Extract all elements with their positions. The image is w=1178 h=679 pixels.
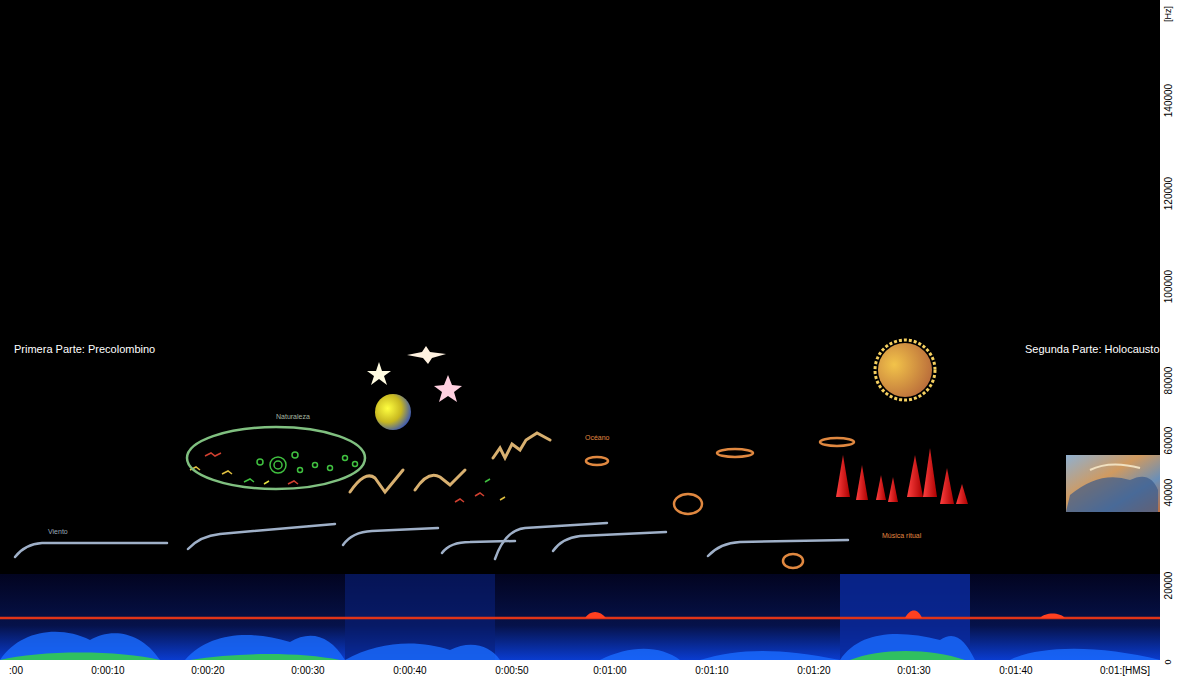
time-tick: 0:00:10 — [91, 665, 124, 676]
time-tick: 0:01:10 — [695, 665, 728, 676]
axis-unit: [Hz] — [1164, 6, 1174, 22]
wind-lines — [15, 523, 848, 559]
axis-tick: 80000 — [1164, 366, 1175, 394]
axis-tick: 20000 — [1164, 571, 1175, 599]
axis-strip — [1160, 0, 1178, 679]
axis-tick: 140000 — [1164, 83, 1175, 116]
layer-label: Viento — [48, 528, 68, 536]
time-tick: :00 — [9, 665, 23, 676]
time-tick: 0:00:20 — [191, 665, 224, 676]
nature-ellipse: Naturaleza — [185, 425, 367, 491]
time-tick: 0:00:30 — [291, 665, 324, 676]
time-tick: 0:01:30 — [897, 665, 930, 676]
group-heading: Naturaleza — [276, 413, 310, 421]
ritual-spikes — [836, 448, 968, 504]
time-tick: 0:01:00 — [593, 665, 626, 676]
time-tick: 0:01:20 — [797, 665, 830, 676]
layer-label: Océano — [585, 434, 610, 442]
axis-tick: 100000 — [1164, 269, 1175, 302]
time-tick: 0:00:40 — [393, 665, 426, 676]
sun — [875, 340, 935, 400]
axis-tick: 60000 — [1164, 426, 1175, 454]
time-axis — [0, 660, 1178, 679]
time-tick: 0:00:50 — [495, 665, 528, 676]
rings — [586, 438, 854, 568]
stars — [367, 346, 462, 402]
time-tick: 0:01:[HMS] — [1100, 665, 1150, 676]
axis-tick: 120000 — [1164, 176, 1175, 209]
painting — [1066, 455, 1160, 512]
axis-tick: 40000 — [1164, 478, 1175, 506]
layer-label: Música ritual — [882, 532, 921, 540]
part-title: Primera Parte: Precolombino — [14, 343, 155, 355]
spectrogram — [0, 574, 1160, 660]
time-tick: 0:01:40 — [999, 665, 1032, 676]
part-title: Segunda Parte: Holocausto — [1025, 343, 1160, 355]
moon — [375, 394, 411, 430]
ocean-waves — [350, 433, 550, 492]
axis-tick: 0 — [1164, 659, 1174, 664]
